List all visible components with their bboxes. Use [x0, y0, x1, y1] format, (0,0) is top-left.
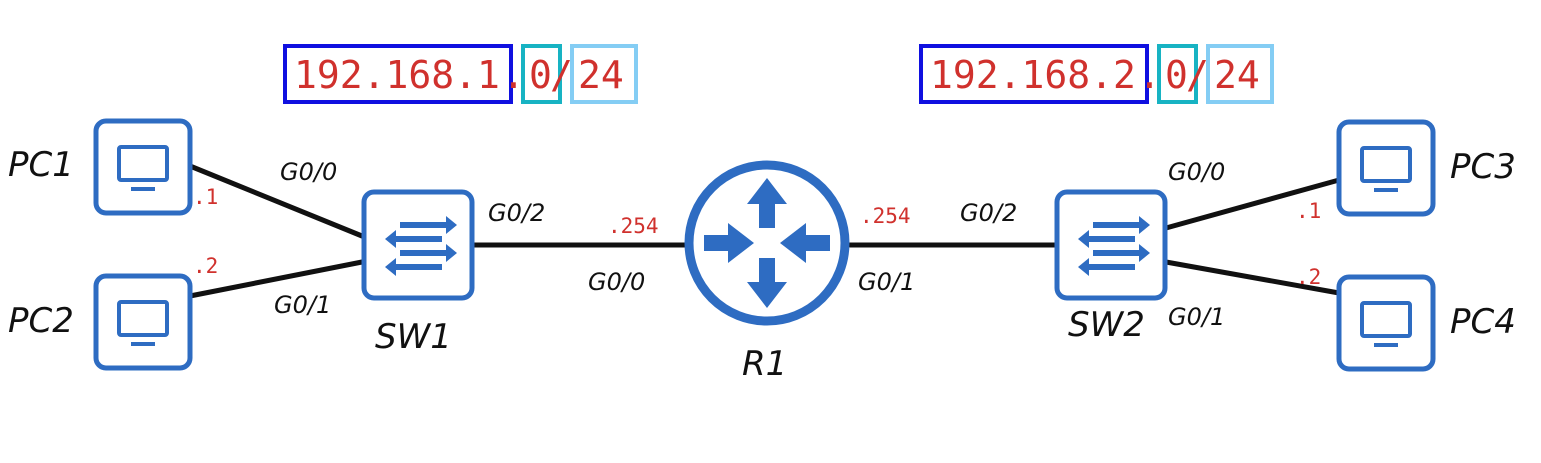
slash-separator: / — [550, 53, 573, 97]
pc4[interactable] — [1336, 274, 1436, 372]
link-sw2-pc3 — [1163, 177, 1342, 231]
link-pc2-sw1 — [187, 259, 365, 299]
sw2-g0-1-label: G0/1 — [1168, 303, 1225, 331]
network-portion-box — [283, 44, 513, 104]
router-frame — [684, 160, 850, 326]
network-portion-text: 192.168.1 — [294, 53, 500, 97]
prefix-length-text: 24 — [1214, 53, 1260, 97]
prefix-length-box — [1206, 44, 1274, 104]
switch-frame — [1054, 189, 1168, 301]
sw2[interactable] — [1054, 189, 1168, 301]
svg-text:192.168.2 . 0: 192.168.2 . 0 / 24 — [930, 53, 1260, 97]
r1-g0-0-label: G0/0 — [588, 268, 645, 296]
pc-frame — [93, 273, 193, 371]
r1-g0-1-label: G0/1 — [858, 268, 915, 296]
pc2[interactable] — [93, 273, 193, 371]
dot-separator: . — [1138, 53, 1161, 97]
pc1-host-address: .1 — [193, 185, 218, 209]
sw2-label: SW2 — [1068, 305, 1145, 345]
pc4-host-address: .2 — [1296, 265, 1321, 289]
pc3-host-address: .1 — [1296, 199, 1321, 223]
slash-separator: / — [1186, 53, 1209, 97]
r1-g0-0-address: .254 — [608, 214, 659, 238]
host-portion-box — [1157, 44, 1198, 104]
sw1-g0-0-label: G0/0 — [280, 158, 337, 186]
host-octet-text: 0 — [529, 53, 552, 97]
svg-text:192.168.1 . 0: 192.168.1 . 0 / 24 — [294, 53, 624, 97]
link-pc1-sw1 — [187, 163, 365, 239]
pc-frame — [1336, 119, 1436, 217]
monitor-icon — [117, 145, 169, 191]
router-arrows-icon — [704, 178, 830, 308]
sw1-g0-1-label: G0/1 — [274, 291, 331, 319]
r1-label: R1 — [742, 344, 787, 384]
sw2-g0-2-label: G0/2 — [960, 199, 1017, 227]
switch-arrows-icon — [385, 216, 457, 276]
links — [187, 163, 1342, 299]
r1[interactable] — [684, 160, 850, 326]
pc3[interactable] — [1336, 119, 1436, 217]
pc2-host-address: .2 — [193, 254, 218, 278]
pc1-label: PC1 — [8, 145, 74, 185]
r1-g0-1-address: .254 — [860, 204, 911, 228]
sw1-label: SW1 — [375, 317, 452, 357]
pc-frame — [1336, 274, 1436, 372]
link-sw2-pc4 — [1163, 259, 1342, 296]
dot-separator: . — [502, 53, 525, 97]
prefix-length-box — [570, 44, 638, 104]
monitor-icon — [117, 300, 169, 346]
host-octet-text: 0 — [1165, 53, 1188, 97]
monitor-icon — [1360, 146, 1412, 192]
pc1[interactable] — [93, 118, 193, 216]
network-portion-box — [919, 44, 1149, 104]
prefix-length-text: 24 — [578, 53, 624, 97]
network-address-right: 192.168.2 . 0 / 24 — [919, 44, 1274, 104]
pc2-label: PC2 — [8, 301, 74, 341]
sw1[interactable] — [361, 189, 475, 301]
monitor-icon — [1360, 301, 1412, 347]
network-portion-text: 192.168.2 — [930, 53, 1136, 97]
switch-frame — [361, 189, 475, 301]
pc-frame — [93, 118, 193, 216]
pc4-label: PC4 — [1450, 302, 1516, 342]
host-portion-box — [521, 44, 562, 104]
sw2-g0-0-label: G0/0 — [1168, 158, 1225, 186]
network-address-left: 192.168.1 . 0 / 24 — [283, 44, 638, 104]
pc3-label: PC3 — [1450, 147, 1516, 187]
switch-arrows-icon — [1078, 216, 1150, 276]
sw1-g0-2-label: G0/2 — [488, 199, 545, 227]
